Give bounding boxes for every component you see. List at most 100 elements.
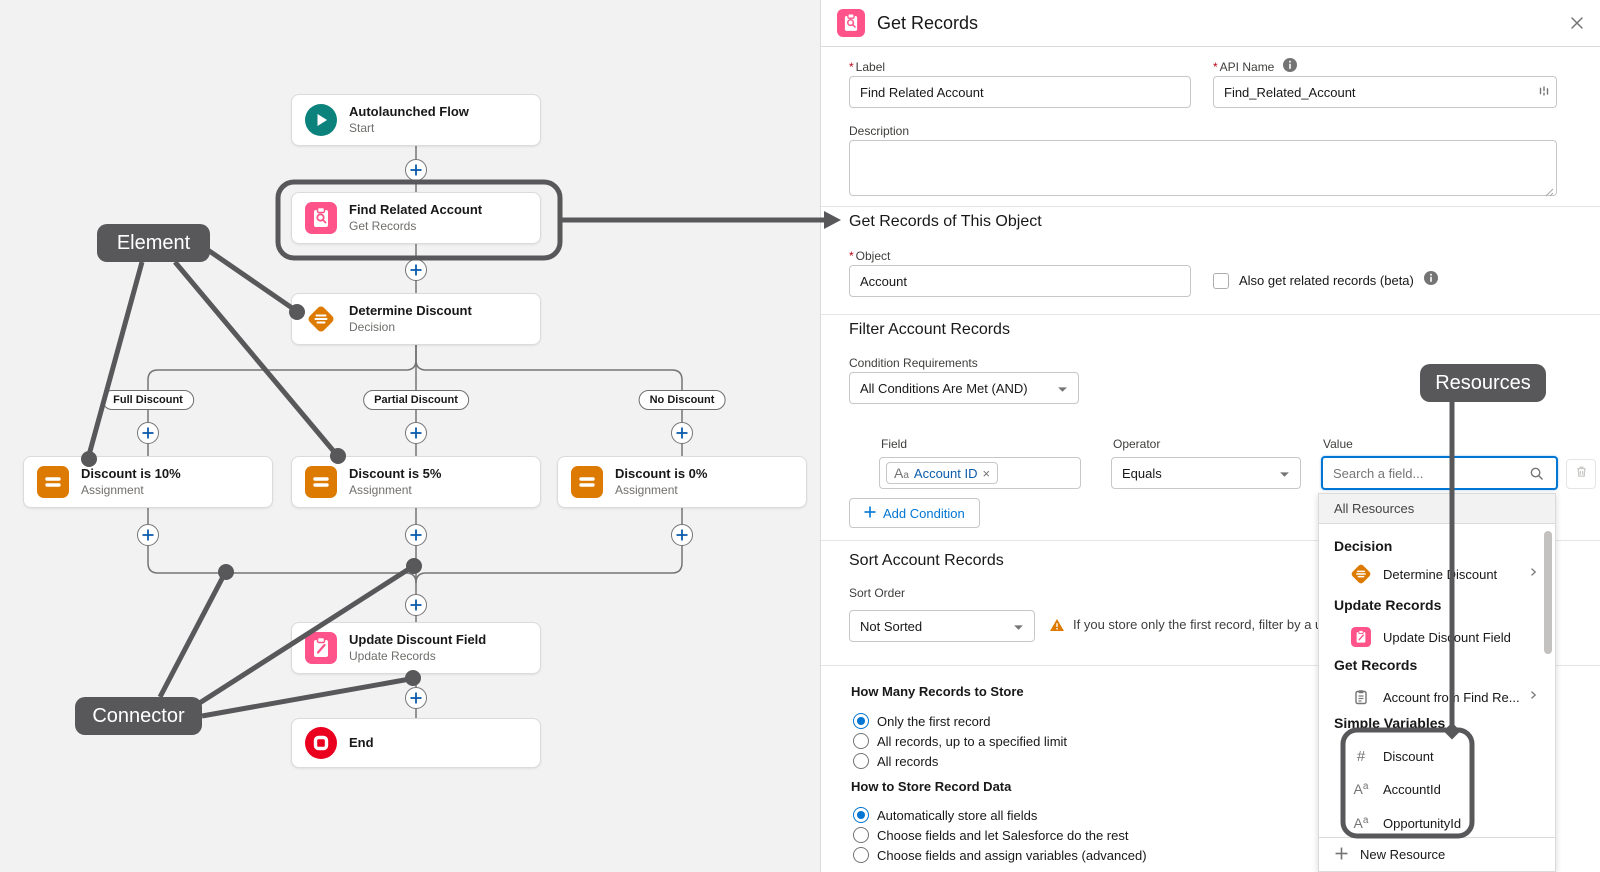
assignment-icon [305, 466, 337, 498]
info-icon[interactable] [1423, 271, 1438, 290]
label-field-label: *Label [849, 60, 886, 74]
assignment-icon [571, 466, 603, 498]
resource-item-label: AccountId [1383, 781, 1441, 797]
filter-field-label: Field [881, 437, 908, 451]
add-element-button[interactable] [405, 259, 427, 281]
add-element-button[interactable] [671, 524, 693, 546]
resource-item-discount[interactable]: # Discount [1319, 741, 1539, 771]
flow-start-icon [305, 104, 337, 136]
node-subtitle: Assignment [349, 483, 412, 497]
operator-label: Operator [1113, 437, 1161, 451]
radio-icon [853, 847, 869, 863]
condition-requirements-select[interactable]: All Conditions Are Met (AND) [849, 372, 1079, 404]
radio-choose-fields-salesforce[interactable]: Choose fields and let Salesforce do the … [853, 827, 1128, 843]
object-field[interactable] [849, 265, 1191, 297]
close-button[interactable] [1567, 14, 1587, 34]
field-resource-pill[interactable]: Aa Account ID × [886, 462, 999, 484]
add-element-button[interactable] [405, 594, 427, 616]
flow-node-assignment-none[interactable]: Discount is 0% Assignment [557, 456, 807, 508]
related-records-checkbox-label: Also get related records (beta) [1239, 273, 1414, 288]
record-collection-icon [1343, 689, 1379, 705]
resource-item-determine-discount[interactable]: Determine Discount [1319, 559, 1539, 589]
radio-label: All records [877, 753, 939, 769]
add-condition-button[interactable]: Add Condition [849, 498, 980, 528]
node-subtitle: Update Records [349, 649, 436, 663]
add-element-button[interactable] [405, 422, 427, 444]
resource-item-label: OpportunityId [1383, 815, 1462, 831]
radio-icon [853, 733, 869, 749]
description-field-label: Description [849, 124, 910, 138]
field-pill-label: Account ID [913, 465, 978, 481]
all-resources-header: All Resources [1319, 494, 1555, 524]
add-element-button[interactable] [137, 422, 159, 444]
node-title: Discount is 10% [81, 466, 181, 481]
node-title: Update Discount Field [349, 632, 487, 647]
update-records-icon [305, 632, 337, 664]
trash-icon [1574, 464, 1589, 484]
end-icon [305, 727, 337, 759]
flow-node-decision[interactable]: Determine Discount Decision [291, 293, 541, 345]
dropdown-scrollbar[interactable] [1544, 531, 1552, 654]
resource-item-account-from-find[interactable]: Account from Find Re... [1319, 682, 1539, 712]
section-divider [821, 206, 1600, 207]
group-simple-variables: Simple Variables [1334, 715, 1446, 731]
add-element-button[interactable] [405, 687, 427, 709]
radio-all-records[interactable]: All records [853, 753, 938, 769]
textarea-resize-handle[interactable] [1545, 184, 1554, 202]
api-name-field[interactable] [1213, 76, 1557, 108]
flow-node-update-records[interactable]: Update Discount Field Update Records [291, 622, 541, 674]
assignment-icon [37, 466, 69, 498]
chevron-down-icon [1279, 466, 1290, 481]
object-field-label: *Object [849, 249, 891, 263]
radio-label: Automatically store all fields [877, 807, 1038, 823]
node-title: End [349, 735, 374, 750]
flow-node-assignment-full[interactable]: Discount is 10% Assignment [23, 456, 273, 508]
radio-store-all-fields[interactable]: Automatically store all fields [853, 807, 1037, 823]
sort-order-select[interactable]: Not Sorted [849, 610, 1035, 642]
node-subtitle: Get Records [349, 219, 417, 233]
plus-icon [1335, 847, 1348, 863]
flow-node-assignment-partial[interactable]: Discount is 5% Assignment [291, 456, 541, 508]
label-field[interactable] [849, 76, 1191, 108]
operator-select[interactable]: Equals [1111, 457, 1301, 489]
connector-annotation-label: Connector [75, 697, 202, 735]
chevron-right-icon [1527, 565, 1539, 583]
new-resource-button[interactable]: New Resource [1319, 837, 1555, 871]
search-icon [1529, 466, 1544, 486]
description-field[interactable] [849, 140, 1557, 196]
radio-choose-fields-advanced[interactable]: Choose fields and assign variables (adva… [853, 847, 1147, 863]
value-search-input[interactable] [1321, 456, 1558, 490]
section-divider [821, 665, 1600, 666]
branch-label-full-discount: Full Discount [102, 390, 194, 410]
add-condition-label: Add Condition [883, 505, 965, 521]
filter-field-input[interactable]: Aa Account ID × [879, 457, 1081, 489]
resource-item-update-discount-field[interactable]: Update Discount Field [1319, 622, 1539, 652]
section-divider [821, 314, 1600, 315]
get-records-icon [305, 202, 337, 234]
flow-canvas[interactable]: Autolaunched Flow Start Find Related Acc… [0, 0, 820, 872]
radio-all-records-limit[interactable]: All records, up to a specified limit [853, 733, 1067, 749]
object-section-heading: Get Records of This Object [849, 213, 1042, 230]
condition-requirements-label: Condition Requirements [849, 356, 978, 370]
info-icon[interactable] [1283, 58, 1297, 77]
add-element-button[interactable] [405, 159, 427, 181]
add-element-button[interactable] [137, 524, 159, 546]
add-element-button[interactable] [405, 524, 427, 546]
flow-node-end[interactable]: End [291, 718, 541, 768]
remove-pill-icon[interactable]: × [982, 465, 991, 481]
radio-only-first-record[interactable]: Only the first record [853, 713, 990, 729]
add-element-button[interactable] [671, 422, 693, 444]
related-records-row: Also get related records (beta) [1213, 271, 1438, 290]
warning-icon [1049, 617, 1065, 636]
decision-icon [305, 303, 337, 335]
delete-condition-button[interactable] [1566, 459, 1596, 489]
group-update-records: Update Records [1334, 597, 1442, 613]
flow-node-start[interactable]: Autolaunched Flow Start [291, 94, 541, 146]
flow-node-get-records[interactable]: Find Related Account Get Records [291, 192, 541, 244]
filter-section-heading: Filter Account Records [849, 321, 1010, 338]
related-records-checkbox[interactable] [1213, 272, 1229, 289]
